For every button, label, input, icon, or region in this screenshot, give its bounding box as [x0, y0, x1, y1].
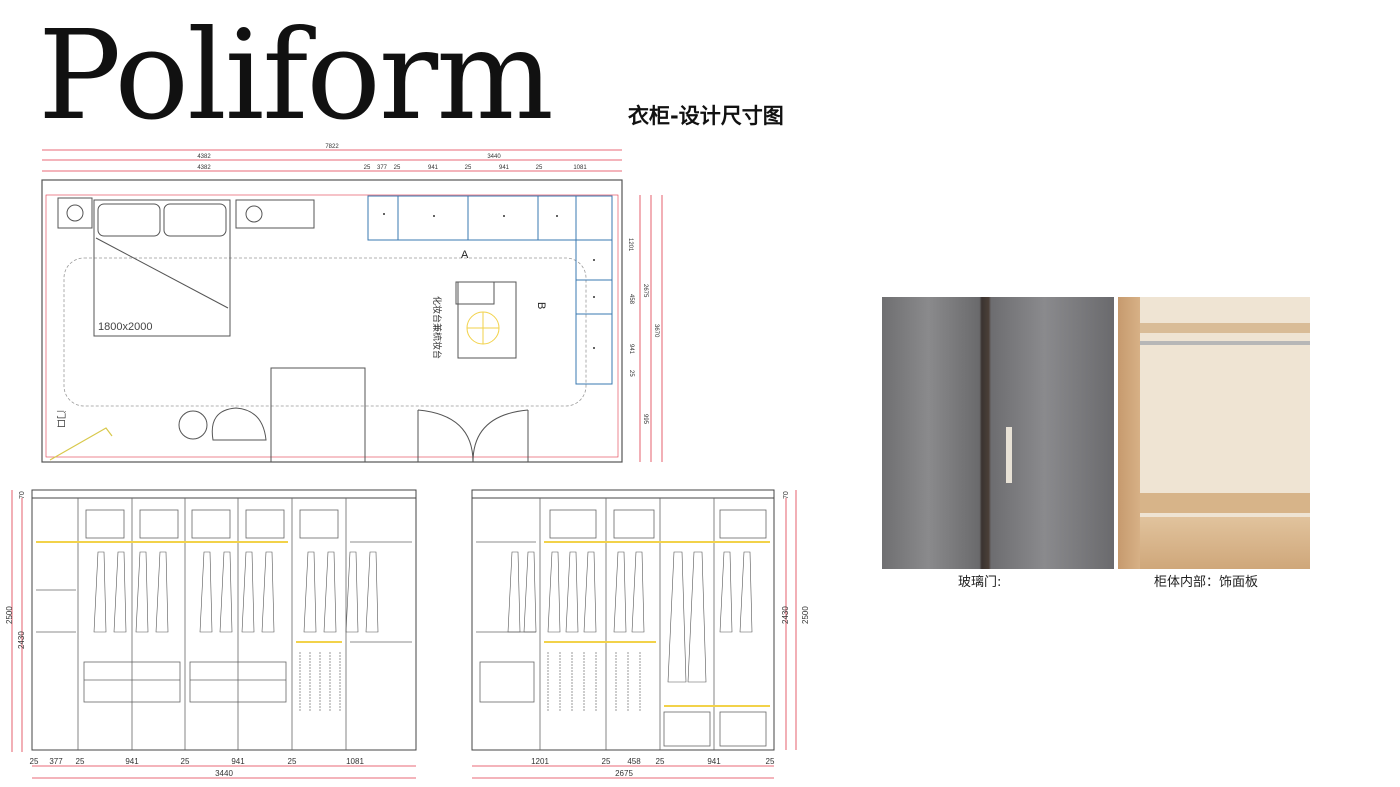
floor-plan: 7822 4382 3440 4382 25 377 25 941 25 941… — [41, 144, 663, 463]
plan-dim: 4382 — [197, 154, 211, 160]
elev-a-dim: 25 — [76, 757, 85, 766]
glass-door-caption: 玻璃门: — [958, 575, 1002, 590]
plan-dim: 458 — [628, 294, 634, 305]
elev-a-dim: 25 — [288, 757, 297, 766]
wardrobe-b-label: B — [535, 302, 547, 309]
wardrobe-a-label: A — [461, 249, 469, 261]
cabinet-interior-sample — [1118, 297, 1310, 569]
elevation-a: 2500 2430 70 25 377 25 941 25 — [5, 489, 417, 779]
elev-a-dim: 941 — [231, 757, 245, 766]
brand-logo: Poliform — [38, 4, 554, 148]
elev-a-dim: 377 — [49, 757, 63, 766]
elev-a-height: 70 — [19, 491, 26, 499]
elev-b-dim: 458 — [627, 757, 641, 766]
elev-a-dim: 941 — [125, 757, 139, 766]
cabinet-interior-caption: 柜体内部：饰面板 — [1154, 575, 1259, 590]
elev-b-total: 2675 — [615, 769, 633, 778]
page-title: 衣柜-设计尺寸图 — [628, 104, 784, 128]
plan-dim: 941 — [499, 165, 510, 171]
plan-dim: 1201 — [627, 238, 633, 252]
elev-b-dim: 25 — [602, 757, 611, 766]
elev-a-dim: 1081 — [346, 757, 364, 766]
elev-b-dim: 1201 — [531, 757, 549, 766]
elev-a-total: 3440 — [215, 769, 233, 778]
door-label: 门口 — [56, 410, 67, 428]
plan-dim: 377 — [377, 165, 388, 171]
elev-a-height: 2500 — [5, 606, 14, 624]
elev-b-dim: 25 — [766, 757, 775, 766]
elev-b-dim: 941 — [707, 757, 721, 766]
plan-dim: 25 — [536, 165, 543, 171]
plan-dim: 25 — [364, 165, 371, 171]
plan-dim: 25 — [394, 165, 401, 171]
plan-dim: 4382 — [197, 165, 211, 171]
plan-dim: 941 — [628, 344, 634, 355]
elev-a-dim: 25 — [181, 757, 190, 766]
elev-a-dim: 25 — [30, 757, 39, 766]
plan-dim: 25 — [465, 165, 472, 171]
elev-b-height: 70 — [783, 491, 790, 499]
handle-icon — [1006, 427, 1012, 483]
plan-dim: 1081 — [573, 165, 587, 171]
plan-dim: 941 — [428, 165, 439, 171]
plan-dim-total: 7822 — [325, 144, 339, 150]
vanity-label: 化妆台兼梳妆台 — [432, 296, 443, 359]
elev-b-height: 2500 — [801, 606, 810, 624]
bed-size-label: 1800x2000 — [98, 321, 152, 333]
plan-dim: 3440 — [487, 154, 501, 160]
glass-door-sample — [882, 297, 1114, 569]
elev-a-height: 2430 — [17, 631, 26, 649]
elev-b-dim: 25 — [656, 757, 665, 766]
plan-dim: 995 — [642, 414, 648, 425]
elevation-b: 2430 2500 70 1201 25 458 25 941 25 2675 — [471, 489, 810, 779]
plan-dim: 25 — [628, 370, 634, 377]
elev-b-height: 2430 — [781, 606, 790, 624]
plan-dim: 2675 — [642, 284, 648, 298]
plan-dim: 3670 — [653, 324, 659, 338]
